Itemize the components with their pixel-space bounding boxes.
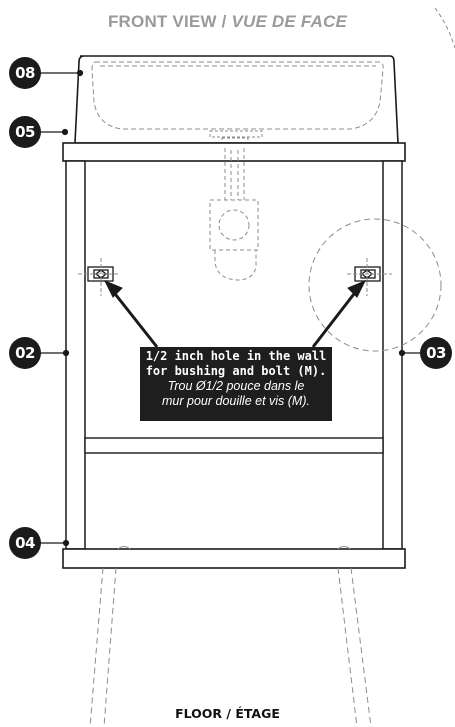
floor-label: FLOOR / ÉTAGE	[175, 706, 280, 721]
left-arrow	[103, 280, 159, 348]
detail-circle	[308, 218, 442, 352]
part-badge-08: 08	[9, 57, 41, 89]
part-badge-04: 04	[9, 527, 41, 559]
cabinet-legs	[89, 567, 372, 727]
callout-line-1: 1/2 inch hole in the wall	[145, 349, 327, 363]
left-side-panel	[65, 160, 86, 550]
part-badge-05: 05	[9, 116, 41, 148]
callout-line-2: for bushing and bolt (M).	[145, 364, 327, 378]
middle-rail	[84, 437, 384, 454]
cabinet-top	[62, 142, 406, 162]
cabinet-base	[62, 548, 406, 569]
callout-line-3: Trou Ø1/2 pouce dans le	[167, 379, 305, 393]
title-main: FRONT VIEW /	[107, 12, 232, 31]
right-side-panel	[382, 160, 403, 550]
diagram-title: FRONT VIEW / VUE DE FACE	[0, 12, 455, 32]
leader-lines	[40, 69, 422, 547]
wall-curve	[434, 7, 455, 49]
callout-line-4: mur pour douille et vis (M).	[162, 394, 310, 408]
right-arrow	[311, 280, 367, 348]
sink-bowl-inner	[91, 61, 384, 130]
base-feet-marks	[117, 546, 351, 550]
left-wall-bracket	[78, 258, 120, 296]
part-badge-02: 02	[9, 337, 41, 369]
right-wall-bracket	[347, 258, 392, 296]
part-badge-03: 03	[420, 337, 452, 369]
p-trap	[209, 148, 259, 281]
title-italic: VUE DE FACE	[231, 12, 348, 31]
sink-basin	[74, 55, 399, 144]
hole-callout: 1/2 inch hole in the wall for bushing an…	[140, 347, 332, 421]
